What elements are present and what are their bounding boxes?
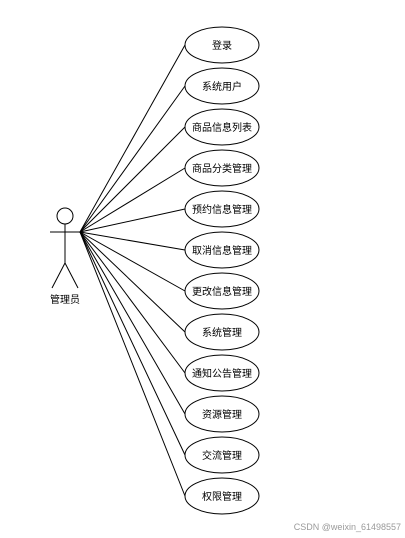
association-line (79, 231, 186, 333)
use-case-ellipse (184, 190, 260, 228)
use-case: 系统用户 (184, 67, 260, 105)
use-case-ellipse (184, 436, 260, 474)
association-line (79, 231, 186, 292)
use-cases: 登录系统用户商品信息列表商品分类管理预约信息管理取消信息管理更改信息管理系统管理… (184, 26, 260, 515)
use-case: 商品分类管理 (184, 149, 260, 187)
use-case-ellipse (184, 108, 260, 146)
association-line (79, 167, 186, 233)
association-line (79, 231, 186, 374)
use-case-ellipse (184, 272, 260, 310)
association-line (79, 231, 186, 415)
association-line (79, 231, 186, 456)
use-case: 取消信息管理 (184, 231, 260, 269)
use-case: 商品信息列表 (184, 108, 260, 146)
use-case: 资源管理 (184, 395, 260, 433)
use-case-ellipse (184, 354, 260, 392)
use-case-ellipse (184, 477, 260, 515)
use-case: 更改信息管理 (184, 272, 260, 310)
actor-label: 管理员 (50, 293, 80, 306)
actor-left-leg (51, 262, 66, 289)
association-line (79, 126, 186, 233)
use-case-label: 登录 (212, 39, 232, 52)
use-case-label: 权限管理 (202, 490, 242, 503)
actor-head (56, 207, 74, 225)
use-case-label: 商品分类管理 (192, 162, 252, 175)
use-case-label: 商品信息列表 (192, 121, 252, 134)
association-line (79, 44, 186, 233)
use-case: 系统管理 (184, 313, 260, 351)
use-case: 预约信息管理 (184, 190, 260, 228)
use-case-ellipse (184, 149, 260, 187)
use-case-ellipse (184, 313, 260, 351)
use-case-ellipse (184, 231, 260, 269)
use-case-ellipse (184, 67, 260, 105)
use-case-label: 资源管理 (202, 408, 242, 421)
use-case-label: 系统管理 (202, 326, 242, 339)
association-line (79, 208, 186, 233)
use-case-label: 取消信息管理 (192, 244, 252, 257)
use-case-label: 交流管理 (202, 449, 242, 462)
association-line (79, 85, 186, 233)
use-case: 交流管理 (184, 436, 260, 474)
use-case-ellipse (184, 26, 260, 64)
use-case: 登录 (184, 26, 260, 64)
use-case-label: 更改信息管理 (192, 285, 252, 298)
actor-right-leg (64, 262, 79, 289)
actor-figure: 管理员 (50, 207, 80, 306)
use-case: 通知公告管理 (184, 354, 260, 392)
use-case-label: 系统用户 (202, 80, 242, 93)
use-case: 权限管理 (184, 477, 260, 515)
use-case-label: 通知公告管理 (192, 367, 252, 380)
association-lines (79, 44, 186, 497)
association-line (79, 231, 186, 251)
use-case-label: 预约信息管理 (192, 203, 252, 216)
watermark: CSDN @weixin_61498557 (293, 522, 401, 532)
use-case-ellipse (184, 395, 260, 433)
association-line (79, 231, 186, 497)
